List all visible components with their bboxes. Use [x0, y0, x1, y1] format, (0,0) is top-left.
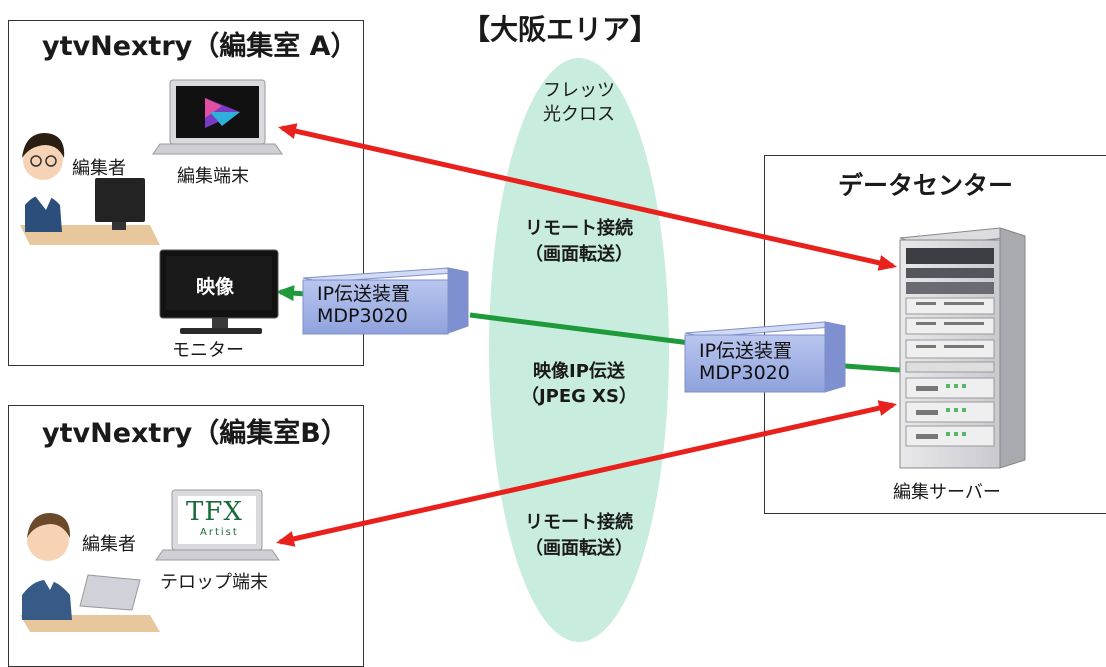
tfx-logo-main: TFX: [186, 497, 243, 527]
ip-device-a-line2: MDP3020: [317, 305, 408, 327]
ip-device-dc: IP伝送装置 MDP3020: [685, 340, 825, 390]
network-diagram: [20, 58, 1026, 642]
monitor-icon: [159, 249, 279, 334]
ip-device-a-line1: IP伝送装置: [317, 283, 411, 305]
remote-link-a: [278, 123, 897, 271]
editor-b-label: 編集者: [82, 534, 136, 555]
ip-device-dc-line2: MDP3020: [699, 362, 790, 384]
ip-device-dc-line1: IP伝送装置: [699, 340, 793, 362]
laptop-b-icon: [155, 489, 280, 561]
terminal-b-label: テロップ端末: [160, 572, 268, 593]
network-name-line2: 光クロス: [543, 104, 615, 125]
remote-link-a-label-1: リモート接続: [525, 218, 633, 239]
video-link-server: [844, 363, 901, 373]
area-title: 【大阪エリア】: [462, 13, 659, 46]
remote-link-b-label-1: リモート接続: [525, 512, 633, 533]
editor-a-label: 編集者: [72, 158, 126, 179]
video-link: [469, 312, 691, 346]
remote-link-a-label-2: （画面転送）: [525, 244, 633, 265]
server-label: 編集サーバー: [893, 482, 1001, 503]
ip-device-a: IP伝送装置 MDP3020: [303, 283, 448, 333]
monitor-label: モニター: [172, 340, 244, 361]
video-link-monitor: [276, 285, 306, 302]
remote-link-b-label-2: （画面転送）: [525, 538, 633, 559]
tfx-logo: TFX Artist: [180, 497, 256, 543]
server-rack-icon: [899, 227, 1026, 469]
laptop-a-icon: [152, 79, 283, 155]
ip-device-a-shape: [302, 267, 469, 335]
remote-link-b: [276, 400, 897, 547]
video-link-label-2: （JPEG XS）: [520, 386, 638, 407]
network-name-line1: フレッツ: [543, 80, 615, 101]
video-link-label-1: 映像IP伝送: [533, 361, 625, 382]
tfx-logo-sub: Artist: [200, 527, 239, 538]
room-a-title: ytvNextry（編集室 A）: [42, 31, 358, 62]
terminal-a-label: 編集端末: [177, 166, 249, 187]
monitor-screen-text: 映像: [196, 276, 235, 298]
editor-a-person-icon: [20, 133, 160, 245]
datacenter-title: データセンター: [838, 171, 1014, 200]
room-b-title: ytvNextry（編集室B）: [42, 418, 348, 449]
editor-b-person-icon: [20, 513, 160, 632]
ip-device-dc-shape: [684, 321, 846, 393]
